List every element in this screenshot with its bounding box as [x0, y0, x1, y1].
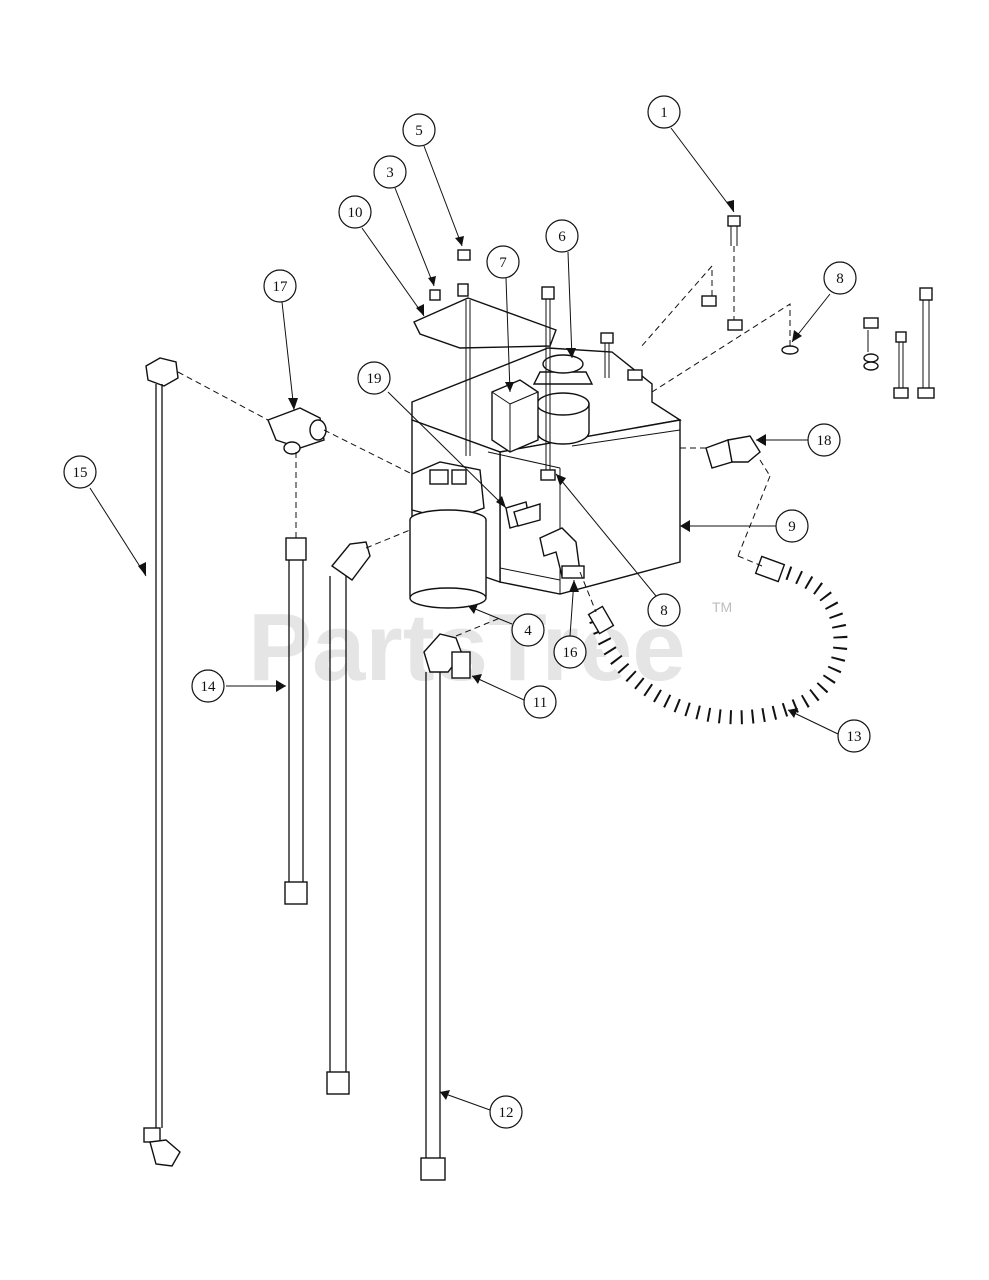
filler-bolt — [600, 332, 643, 381]
hose-15 — [155, 384, 163, 1128]
watermark-trademark: TM — [712, 599, 732, 615]
hose-12 — [420, 672, 446, 1181]
svg-text:15: 15 — [73, 465, 88, 481]
callout-4: 4 — [511, 613, 545, 647]
callout-19: 19 — [357, 361, 391, 395]
filter-assembly — [409, 461, 487, 609]
callout-5: 5 — [402, 113, 436, 147]
svg-text:6: 6 — [558, 229, 566, 245]
callout-10: 10 — [338, 195, 372, 229]
callout-16: 16 — [553, 635, 587, 669]
callouts: 1 5 3 10 6 7 8 17 19 15 18 9 4 8 16 14 1… — [63, 95, 871, 1129]
svg-text:17: 17 — [273, 279, 289, 295]
bracket-plate — [413, 249, 557, 456]
tee-fitting-17 — [267, 407, 327, 455]
svg-text:8: 8 — [660, 603, 668, 619]
callout-3: 3 — [373, 155, 407, 189]
svg-text:14: 14 — [201, 679, 217, 695]
svg-text:1: 1 — [660, 105, 668, 121]
hose-middle — [326, 576, 350, 1095]
callout-8-top: 8 — [823, 261, 857, 295]
svg-text:10: 10 — [348, 205, 363, 221]
watermark-text: PartsTree — [248, 594, 686, 701]
svg-text:19: 19 — [367, 371, 382, 387]
callout-7: 7 — [486, 245, 520, 279]
svg-text:5: 5 — [415, 123, 423, 139]
callout-1: 1 — [647, 95, 681, 129]
svg-text:12: 12 — [499, 1105, 514, 1121]
svg-text:9: 9 — [788, 519, 796, 535]
svg-text:8: 8 — [836, 271, 844, 287]
callout-6: 6 — [545, 219, 579, 253]
callout-11: 11 — [523, 685, 557, 719]
fitting-16 — [539, 527, 585, 579]
mount-hardware — [639, 215, 935, 399]
callout-13: 13 — [837, 719, 871, 753]
callout-9: 9 — [775, 509, 809, 543]
callout-15: 15 — [63, 455, 97, 489]
fitting-18 — [705, 435, 761, 469]
svg-text:11: 11 — [533, 695, 547, 711]
center-bolt — [540, 286, 556, 481]
svg-text:16: 16 — [563, 645, 579, 661]
assembly-lines — [177, 371, 771, 637]
svg-text:13: 13 — [847, 729, 862, 745]
hose-14 — [284, 537, 308, 905]
callout-14: 14 — [191, 669, 225, 703]
callout-12: 12 — [489, 1095, 523, 1129]
fitting-19 — [505, 501, 541, 529]
elbow-fittings — [143, 357, 471, 1167]
svg-text:4: 4 — [524, 623, 532, 639]
svg-text:18: 18 — [817, 433, 832, 449]
callout-8-lower: 8 — [647, 593, 681, 627]
decal-block — [491, 379, 539, 453]
arrowheads — [138, 200, 802, 1100]
svg-text:7: 7 — [499, 255, 507, 271]
coiled-hose-13 — [587, 555, 848, 725]
callout-18: 18 — [807, 423, 841, 457]
callout-17: 17 — [263, 269, 297, 303]
svg-text:3: 3 — [386, 165, 394, 181]
